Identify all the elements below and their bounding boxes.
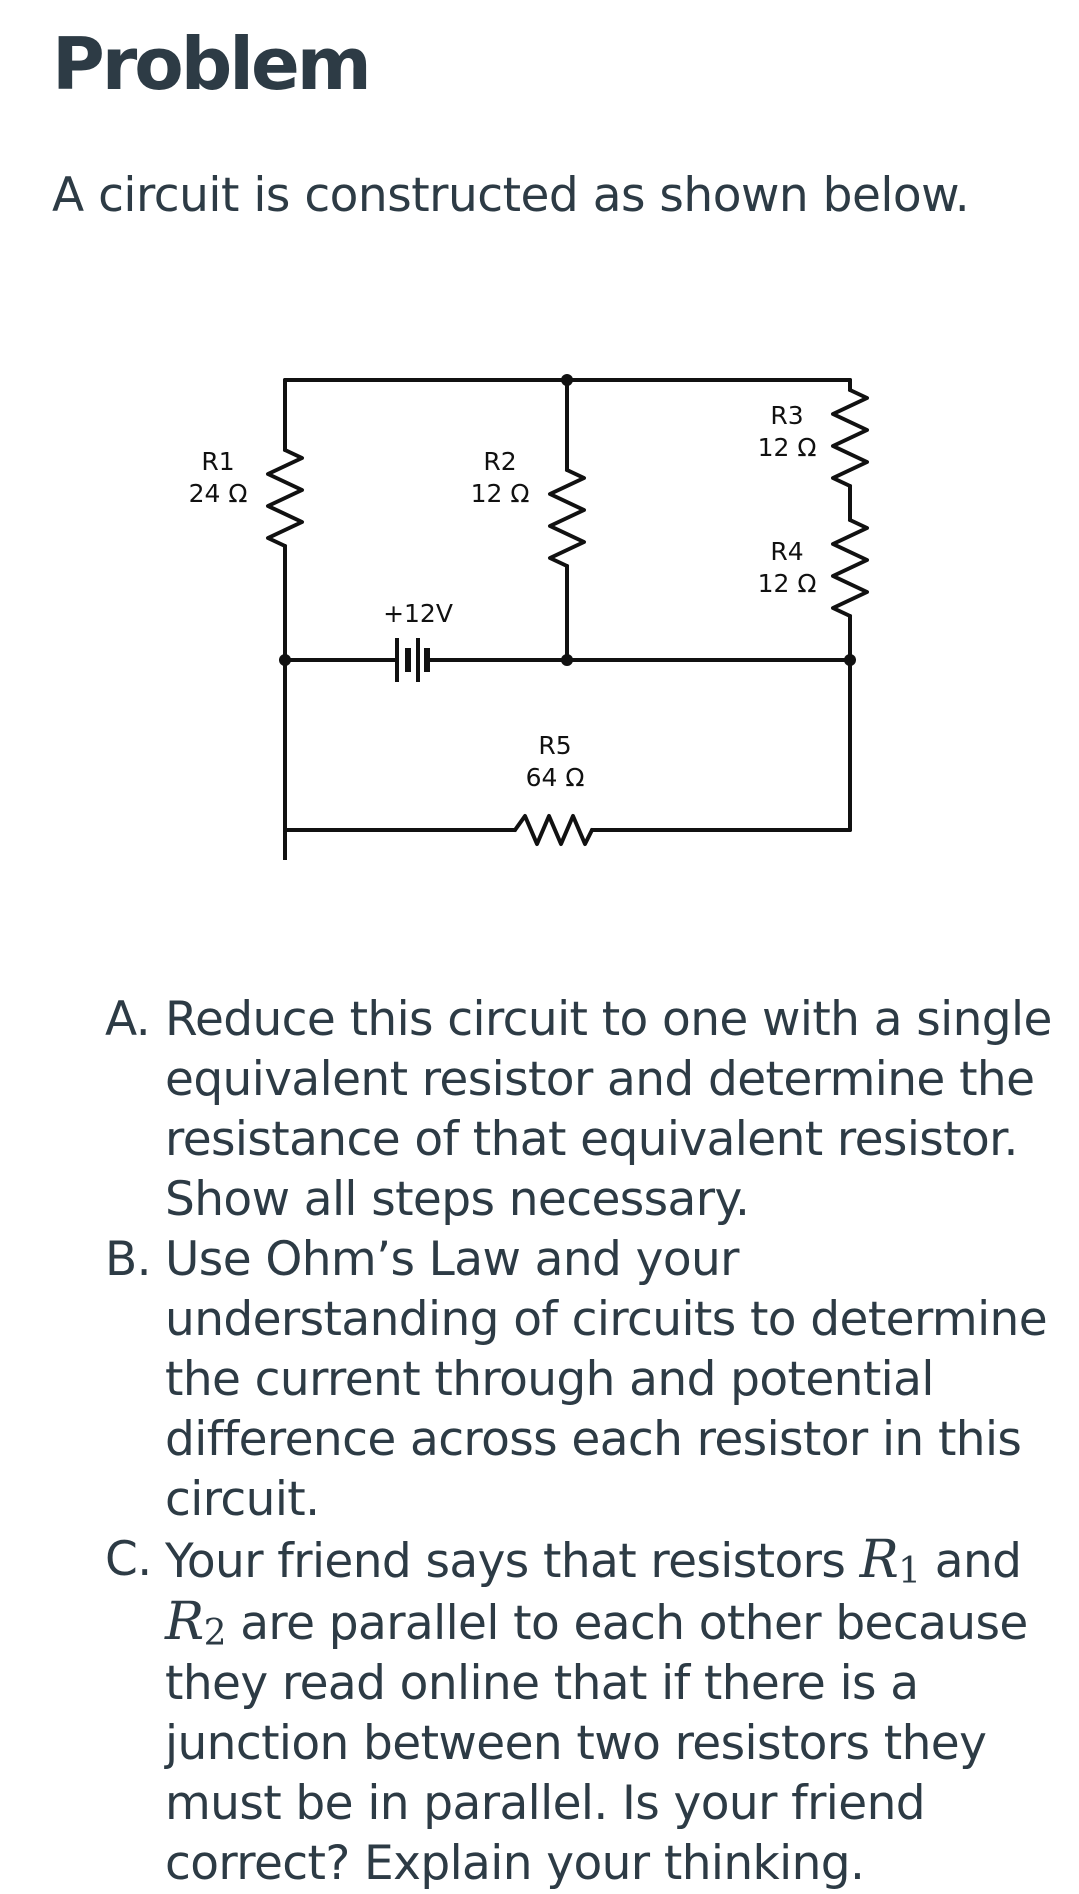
r1-name-label: R1: [201, 447, 234, 476]
question-a: A. Reduce this circuit to one with a sin…: [105, 990, 1065, 1230]
variable-r2: R2: [165, 1592, 226, 1652]
r2-name-label: R2: [483, 447, 516, 476]
junction-dot-mid: [561, 654, 573, 666]
question-a-marker: A.: [105, 992, 151, 1047]
resistor-r3-symbol: [831, 388, 869, 488]
question-c: C. Your friend says that resistors R1 an…: [105, 1530, 1065, 1894]
r4-value-label: 12 Ω: [758, 569, 817, 598]
question-b-text: Use Ohm’s Law and your understanding of …: [165, 1232, 1048, 1527]
battery-symbol: [395, 638, 430, 682]
resistor-r2-symbol: [548, 468, 586, 568]
question-b: B. Use Ohm’s Law and your understanding …: [105, 1230, 1065, 1530]
variable-r1: R1: [860, 1530, 921, 1590]
r1-value-label: 24 Ω: [189, 479, 248, 508]
battery-voltage-label: +12V: [383, 599, 453, 628]
question-c-text-middle: and: [934, 1534, 1022, 1589]
question-a-text: Reduce this circuit to one with a single…: [165, 992, 1052, 1227]
r4-name-label: R4: [770, 537, 803, 566]
r5-name-label: R5: [538, 731, 571, 760]
junction-dot-top: [561, 374, 573, 386]
variable-r1-subscript: 1: [898, 1551, 921, 1592]
junction-dot-left: [279, 654, 291, 666]
variable-r1-letter: R: [859, 1530, 899, 1590]
variable-r2-letter: R: [165, 1592, 204, 1652]
circuit-diagram: R1 24 Ω R2 12 Ω R3 12 Ω R4 12 Ω R5 64 Ω …: [189, 374, 869, 860]
question-list: A. Reduce this circuit to one with a sin…: [105, 990, 1065, 1894]
intro-text: A circuit is constructed as shown below.: [52, 168, 970, 223]
question-c-marker: C.: [105, 1532, 152, 1587]
question-c-text-after: are parallel to each other because they …: [165, 1596, 1028, 1891]
r2-value-label: 12 Ω: [471, 479, 530, 508]
question-b-marker: B.: [105, 1232, 152, 1287]
r3-value-label: 12 Ω: [758, 433, 817, 462]
junction-dot-right: [844, 654, 856, 666]
resistor-r5-symbol: [513, 814, 594, 846]
resistor-r4-symbol: [831, 518, 869, 618]
r5-value-label: 64 Ω: [526, 763, 585, 792]
resistor-r1-symbol: [266, 448, 304, 548]
r3-name-label: R3: [770, 401, 803, 430]
page-title: Problem: [52, 22, 372, 106]
question-c-text-before: Your friend says that resistors: [165, 1534, 846, 1589]
variable-r2-subscript: 2: [203, 1613, 227, 1654]
